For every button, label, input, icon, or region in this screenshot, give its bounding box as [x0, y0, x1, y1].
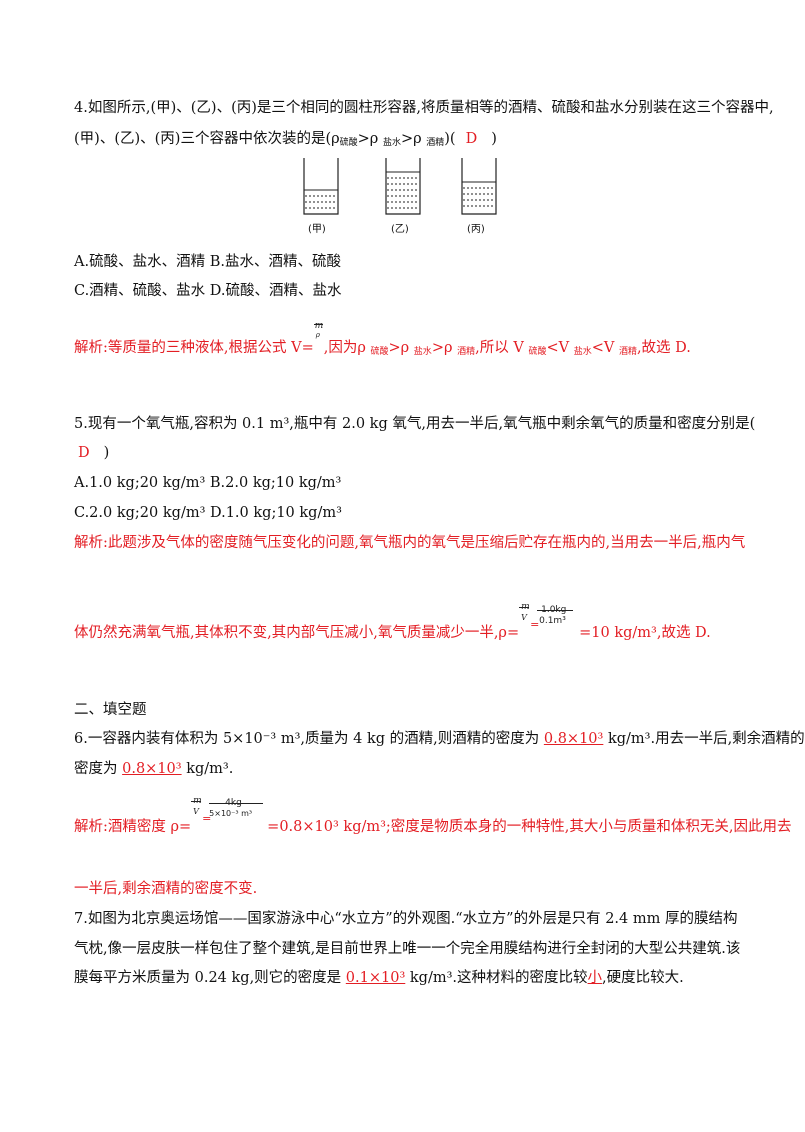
q5-explanation-line1: 解析:此题涉及气体的密度随气压变化的问题,氧气瓶内的氧气是压缩后贮存在瓶内的,当…: [74, 535, 746, 551]
q6-explanation-line2: 一半后,剩余酒精的密度不变.: [74, 881, 258, 897]
q6-blank-2: 0.8×10³: [122, 761, 182, 777]
three-cylinders-diagram: [303, 158, 497, 215]
q5-stem-line1: 5.现有一个氧气瓶,容积为 0.1 m³,瓶中有 2.0 kg 氧气,用去一半后…: [74, 416, 756, 432]
q4-options-ab: A.硫酸、盐水、酒精 B.盐水、酒精、硫酸: [74, 254, 341, 270]
q7-stem-line1: 7.如图为北京奥运场馆——国家游泳中心“水立方”的外观图.“水立方”的外层是只有…: [74, 911, 738, 927]
q7-stem-line3: 膜每平方米质量为 0.24 kg,则它的密度是 0.1×10³ kg/m³.这种…: [74, 970, 684, 986]
q7-blank-2: 小: [587, 970, 603, 986]
q4-answer: D: [465, 131, 478, 147]
q5-options-cd: C.2.0 kg;20 kg/m³ D.1.0 kg;10 kg/m³: [74, 505, 342, 521]
q5-options-ab: A.1.0 kg;20 kg/m³ B.2.0 kg;10 kg/m³: [74, 475, 342, 491]
q5-answer: D: [78, 445, 90, 461]
q7-stem-line2: 气枕,像一层皮肤一样包住了整个建筑,是目前世界上唯一一个完全用膜结构进行全封闭的…: [74, 941, 741, 957]
q4-stem-line1: 4.如图所示,(甲)、(乙)、(丙)是三个相同的圆柱形容器,将质量相等的酒精、硫…: [74, 100, 774, 116]
container-yi: [385, 158, 421, 215]
q5-stem-line2: D): [78, 445, 110, 461]
container-jia: [303, 158, 339, 215]
caption-bing: (丙): [467, 224, 485, 235]
q6-stem-line2: 密度为 0.8×10³ kg/m³.: [74, 761, 234, 777]
q4-stem-line2: (甲)、(乙)、(丙)三个容器中依次装的是(ρ硫酸>ρ 盐水>ρ 酒精)(D): [74, 131, 497, 148]
section-fill-blank-title: 二、填空题: [74, 702, 147, 718]
caption-jia: (甲): [308, 224, 326, 235]
q7-blank-1: 0.1×10³: [345, 970, 406, 986]
container-bing: [461, 158, 497, 215]
q4-container-figure: (甲) (乙) (丙): [296, 156, 506, 236]
caption-yi: (乙): [391, 224, 409, 235]
q6-blank-1: 0.8×10³: [543, 731, 604, 747]
q4-options-cd: C.酒精、硫酸、盐水 D.硫酸、酒精、盐水: [74, 283, 342, 299]
q6-stem-line1: 6.一容器内装有体积为 5×10⁻³ m³,质量为 4 kg 的酒精,则酒精的密…: [74, 731, 805, 747]
